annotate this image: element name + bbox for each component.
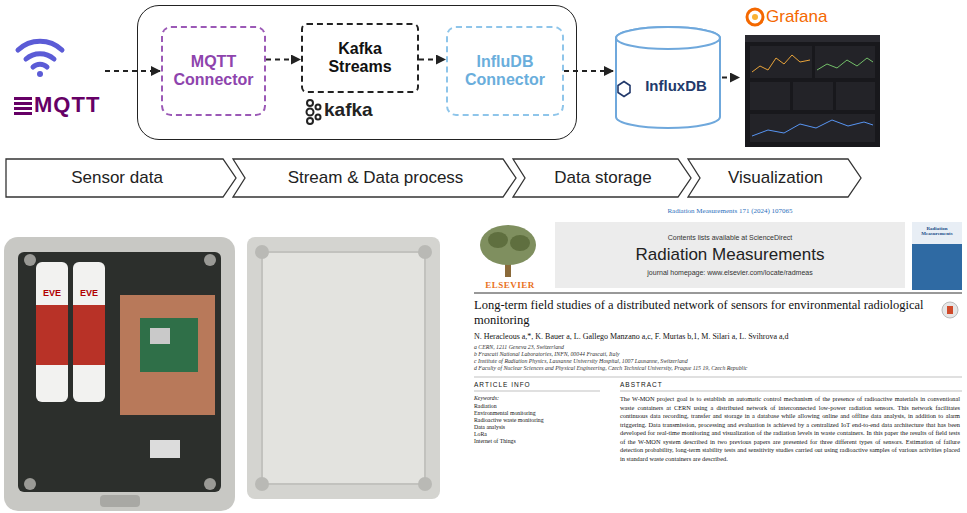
stage-chevron: Stream & Data process <box>232 158 517 198</box>
node-text: Grafana <box>766 7 827 27</box>
mqtt-logo-icon <box>14 97 32 115</box>
node-text: Contents lists available at ScienceDirec… <box>668 234 793 241</box>
paper-text: Radiation <box>474 403 600 409</box>
kafka-container: kafka MQTT Connector Kafka Streams InfluDB … <box>137 5 577 140</box>
stage-chevron: Data storage <box>512 158 692 198</box>
node-text: MQTT <box>34 92 100 118</box>
paper-text: c Institute of Radiation Physics, Lausan… <box>474 358 962 364</box>
paper-text: b Frascati National Laboratories, INFN, … <box>474 351 962 357</box>
chevron-shape <box>688 159 861 197</box>
cylinder-top <box>616 27 720 49</box>
source-logo: MQTT <box>10 25 105 120</box>
paper-text: Radiation Measurements <box>913 226 961 236</box>
paper-text: d Faculty of Nuclear Sciences and Physic… <box>474 365 962 371</box>
chevron-shape <box>513 159 691 197</box>
paper-text: Radioactive waste monitoring <box>474 417 600 423</box>
node-text: Kafka Streams <box>309 40 411 76</box>
check-updates-icon <box>942 302 958 318</box>
chevron-shape <box>233 159 516 197</box>
paper-text: Environmental monitoring <box>474 410 600 416</box>
influx-icon <box>618 82 630 97</box>
kafka-icon <box>307 100 321 124</box>
dashboard-screenshot <box>745 35 880 147</box>
grafana-logo <box>747 9 763 25</box>
node-text: Visualization <box>728 168 823 188</box>
paper-text: EVE <box>73 288 105 298</box>
node-text: Data storage <box>554 168 651 188</box>
node-text: Sensor data <box>71 168 163 188</box>
dashboard-panel: Grafana <box>740 5 885 153</box>
dashed-arrow <box>105 70 160 72</box>
paper-text: ABSTRACT <box>620 381 820 388</box>
cylinder-body <box>616 27 720 128</box>
paper-text: ARTICLE INFO <box>474 381 600 388</box>
paper-text: Keywords: <box>474 395 600 401</box>
node-text: InfluxDB <box>645 77 707 94</box>
paper-text: Long-term field studies of a distributed… <box>474 298 936 328</box>
stage-chevron: Visualization <box>687 158 862 198</box>
stage-chevron: Sensor data <box>5 158 237 198</box>
dashed-arrow <box>419 59 445 61</box>
paper-text: ELSEVIER <box>472 280 548 290</box>
chevron-shape <box>6 159 236 197</box>
paper-page <box>470 203 967 513</box>
abstract-text: The W-MON project goal is to establish a… <box>620 395 960 463</box>
dashed-arrow <box>266 59 300 61</box>
sensor-photo <box>4 237 235 511</box>
paper-text: Data analysis <box>474 424 600 430</box>
paper-text: EVE <box>36 288 68 298</box>
stream-box: Kafka Streams <box>301 23 419 93</box>
paper-text: LoRa <box>474 431 600 437</box>
paper-text: a CERN, 1211 Geneva 23, Switzerland <box>474 344 962 350</box>
paper-text: N. Heracleous a,*, K. Bauer a, L. Galleg… <box>474 332 962 341</box>
node-text: MQTT Connector <box>169 53 258 89</box>
node-text: Radiation Measurements <box>636 245 825 265</box>
database-cylinder: InfluxDB <box>614 25 722 130</box>
connector-box: InfluDB Connector <box>446 26 564 116</box>
paper-text: Internet of Things <box>474 438 600 444</box>
node-text: journal homepage: www.elsevier.com/locat… <box>647 269 812 276</box>
node-text: Stream & Data process <box>288 168 464 188</box>
node-text: kafka <box>324 99 373 121</box>
paper-text: Radiation Measurements 171 (2024) 107065 <box>560 207 900 215</box>
elsevier-tree <box>480 225 536 277</box>
node-text: InfluDB Connector <box>454 53 556 89</box>
wifi-icon <box>18 41 62 77</box>
dashed-arrow <box>564 70 613 72</box>
enclosure-photo <box>247 237 440 499</box>
dashed-arrow <box>722 77 739 79</box>
journal-header: Contents lists available at ScienceDirec… <box>555 222 905 288</box>
connector-box: MQTT Connector <box>161 26 266 116</box>
